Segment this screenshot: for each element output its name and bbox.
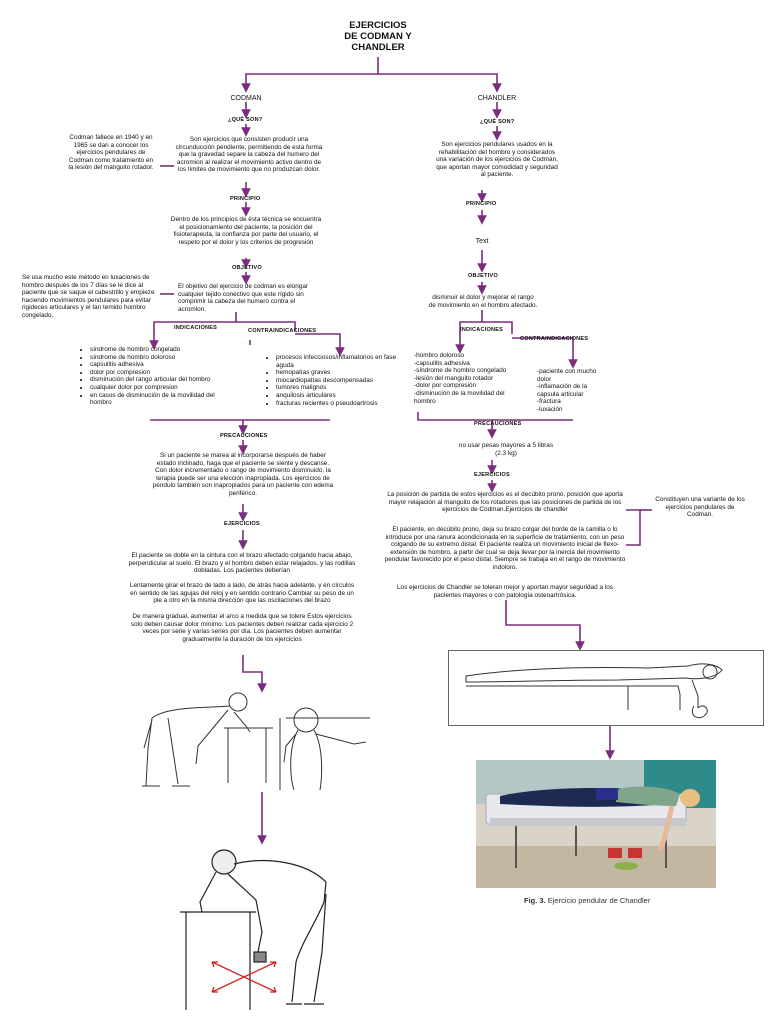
list-item: en casos de disminución de la movilidad … — [90, 392, 230, 407]
chandler-precauciones-label: PRECAUCIONES — [474, 421, 522, 427]
list-item: dolor por compresion — [90, 369, 230, 377]
chandler-objetivo-label: OBJETIVO — [468, 273, 498, 279]
chandler-indicaciones-label: INDICACIONES — [460, 327, 504, 333]
chandler-ejercicios-label: EJERCICIOS — [474, 472, 510, 478]
chandler-contraindicaciones-list: -paciente con mucho dolor -inflamación d… — [537, 368, 605, 414]
chandler-header: CHANDLER — [477, 95, 517, 102]
list-item: -lesión del manguito rotador — [414, 374, 494, 382]
codman-indicaciones-list: síndrome de hombro congelado síndrome de… — [80, 346, 230, 407]
list-item: síndrome de hombro doloroso — [90, 354, 230, 362]
list-item: síndrome de hombro congelado — [90, 346, 230, 354]
codman-que-son-label: ¿QUÉ SON? — [228, 117, 263, 123]
chandler-photo-caption: Fig. 3. Ejercicio pendular de Chandler — [524, 896, 650, 905]
codman-objetivo-label: OBJETIVO — [232, 265, 262, 271]
chandler-ejercicios-text-3: Los ejercicios de Chandler se toleran me… — [397, 584, 613, 599]
codman-contraindicaciones-list: procesos infecciosos/inflamatorios en fa… — [266, 354, 406, 407]
codman-indicaciones-label: INDICACIONES — [174, 325, 218, 331]
codman-pendulum-illustration — [180, 849, 327, 1010]
codman-side-note-usage: Se usa mucho este método en luxaciones d… — [22, 274, 155, 319]
codman-que-son-text: Son ejercicios que consisten producir un… — [175, 136, 323, 174]
list-item: capsulitis adhesiva — [90, 361, 230, 369]
list-item: -paciente con mucho dolor — [537, 368, 597, 383]
codman-contraindicaciones-label: CONTRAINDICACIONES — [248, 328, 317, 334]
list-item: hemopatías graves — [276, 369, 406, 377]
chandler-side-note: Constituyen una variante de los ejercici… — [655, 496, 745, 519]
chandler-principio-text: Text — [475, 238, 489, 245]
codman-precauciones-text: Si un paciente se marea al incorporarse … — [152, 452, 334, 497]
list-item: anquilosis articulares — [276, 392, 406, 400]
list-item: -capsulitis adhesiva — [414, 359, 470, 367]
chandler-que-son-text: Son ejercicios pendulares usados en la r… — [436, 141, 558, 179]
chandler-precauciones-text: no usar pesas mayores a 5 libras (2.3 kg… — [458, 442, 554, 457]
list-item: -luxación — [537, 405, 563, 413]
codman-side-note-history: Codman fallece en 1940 y en 1965 se dan … — [68, 134, 154, 172]
chandler-principio-label: PRINCIPIO — [466, 201, 497, 207]
chandler-objetivo-text: disminuir el dolor y mejorar el rango de… — [428, 294, 538, 309]
list-item: -disminución de la movilidad del hombro — [414, 389, 505, 405]
list-item: disminución del rango articular del homb… — [90, 376, 230, 384]
list-item: miocardiopatías descompensadas — [276, 377, 406, 385]
codman-principio-label: PRINCIPIO — [230, 196, 261, 202]
chandler-exercise-photo — [476, 760, 716, 888]
caption-figure-number: Fig. 3. — [524, 896, 546, 905]
codman-ejercicios-text-3: De manera gradual, aumentar el arco a me… — [130, 613, 354, 643]
list-item: procesos infecciosos/inflamatorios en fa… — [276, 354, 406, 369]
codman-ejercicios-text-1: El paciente se doble en la cintura con e… — [128, 552, 356, 575]
chandler-ejercicios-text-1: La posición de partida de estos ejercici… — [387, 491, 623, 514]
codman-header: CODMAN — [230, 95, 262, 102]
codman-ejercicios-label: EJERCICIOS — [224, 521, 260, 527]
list-item: fracturas recientes o pseudoartrosis — [276, 400, 406, 408]
chandler-que-son-label: ¿QUÉ SON? — [480, 119, 515, 125]
chandler-indicaciones-list: -hombro doloroso -capsulitis adhesiva -s… — [414, 352, 528, 405]
codman-precauciones-label: PRECAUCIONES — [220, 433, 268, 439]
list-item: -dolor por compresión — [414, 382, 477, 390]
codman-principio-text: Dentro de los principios de ésta técnica… — [170, 216, 322, 246]
codman-ejercicios-text-2: Lentamente girar el brazo de lado a lado… — [129, 582, 355, 605]
list-item: -inflamación de la capsula articular — [537, 383, 588, 398]
list-item: tumores malignos — [276, 384, 406, 392]
list-item: -hombro doloroso — [414, 352, 465, 359]
caption-text: Ejercicio pendular de Chandler — [547, 896, 651, 905]
list-item: -fractura — [537, 398, 561, 406]
list-item: cualquier dolor por compresion — [90, 384, 230, 392]
chandler-ejercicios-text-2: El paciente, en decúbito prono, deja su … — [384, 526, 626, 571]
chandler-contraindicaciones-label: CONTRAINDICACIONES — [520, 336, 589, 342]
chandler-line-drawing — [448, 650, 764, 726]
list-item: -síndrome de hombro congelado — [414, 367, 507, 375]
codman-exercise-illustration — [142, 692, 370, 791]
codman-objetivo-text: El objetivo del ejercicio de codman es e… — [178, 283, 309, 313]
